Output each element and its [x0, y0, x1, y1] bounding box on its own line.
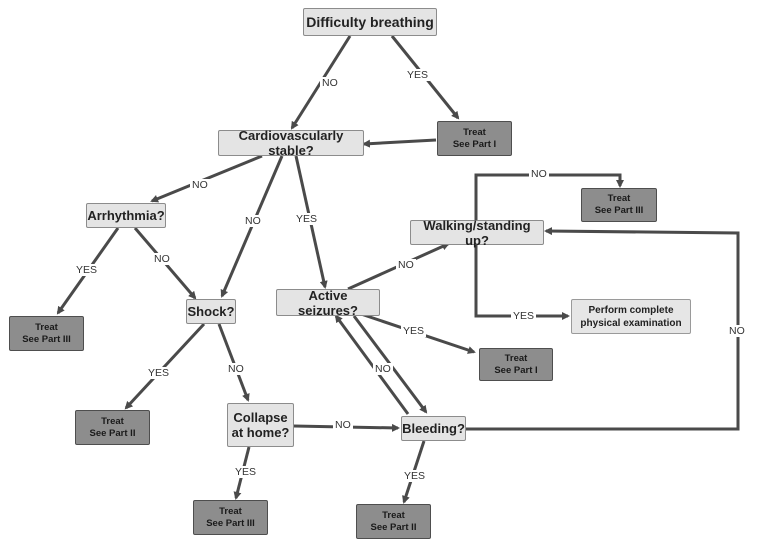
node-physical-examination: Perform complete physical examination [571, 299, 691, 334]
treat-label: Treat [101, 415, 124, 427]
treat-label: Treat [35, 321, 58, 333]
edge-label-no: NO [190, 179, 210, 191]
treat-part-2-left: Treat See Part II [75, 410, 150, 445]
collapse-line-2: at home? [231, 425, 290, 440]
treat-part-3-bottom: Treat See Part III [193, 500, 268, 535]
exam-line-2: physical examination [580, 317, 682, 329]
treat-part: See Part I [494, 364, 538, 376]
treat-label: Treat [607, 193, 631, 204]
arrow-bleeding-to-seizures [334, 314, 410, 415]
edge-label-yes: YES [74, 264, 100, 276]
treat-part-3-top-right: Treat See Part III [581, 188, 657, 222]
treat-part: See Part III [206, 517, 255, 529]
exam-line-1: Perform complete [588, 304, 674, 316]
edge-label-no: NO [396, 259, 416, 271]
treat-part-1-top: Treat See Part I [437, 121, 512, 156]
treat-part: See Part II [89, 427, 136, 439]
node-walking-standing: Walking/standing up? [410, 218, 544, 248]
arrow-stable-to-arrhythmia [150, 154, 263, 203]
treat-label: Treat [382, 509, 405, 521]
node-active-seizures: Active seizures? [276, 288, 380, 318]
edge-label-yes: YES [233, 466, 259, 478]
edge-label-no: NO [373, 363, 393, 375]
edge-label-yes: YES [294, 213, 320, 225]
treat-part: See Part I [452, 138, 497, 150]
node-shock: Shock? [186, 299, 236, 324]
treat-part-2-bottom: Treat See Part II [356, 504, 431, 539]
edge-label-yes: YES [402, 470, 428, 482]
arrow-walking-to-exam [474, 246, 570, 320]
edge-label-no: NO [152, 253, 172, 265]
treat-label: Treat [219, 505, 242, 517]
edge-label-yes: YES [511, 310, 537, 322]
edge-label-yes: YES [405, 69, 431, 81]
node-cardiovascularly-stable: Cardiovascularly stable? [218, 128, 364, 158]
edge-label-no: NO [529, 168, 549, 180]
edge-label-no: NO [727, 325, 747, 337]
edge-label-yes: YES [146, 367, 172, 379]
treat-part-1-middle: Treat See Part I [479, 348, 553, 381]
treat-label: Treat [504, 352, 528, 364]
node-arrhythmia: Arrhythmia? [86, 203, 166, 228]
arrow-shock-to-treat2 [124, 322, 206, 410]
node-bleeding: Bleeding? [401, 416, 466, 441]
node-collapse-at-home: Collapse at home? [227, 403, 294, 447]
edge-label-yes: YES [401, 325, 427, 337]
edge-label-no: NO [333, 419, 353, 431]
arrow-treat1-to-stable [362, 138, 437, 148]
treat-part-3-left: Treat See Part III [9, 316, 84, 351]
treat-label: Treat [463, 126, 486, 138]
treat-part: See Part III [594, 205, 644, 216]
treat-part: See Part II [370, 521, 417, 533]
node-difficulty-breathing: Difficulty breathing [303, 8, 437, 36]
edge-label-no: NO [243, 215, 263, 227]
treat-part: See Part III [22, 333, 71, 345]
edge-label-no: NO [226, 363, 246, 375]
arrow-shock-to-collapse [217, 323, 250, 402]
collapse-line-1: Collapse [233, 410, 288, 425]
edge-label-no: NO [320, 77, 340, 89]
